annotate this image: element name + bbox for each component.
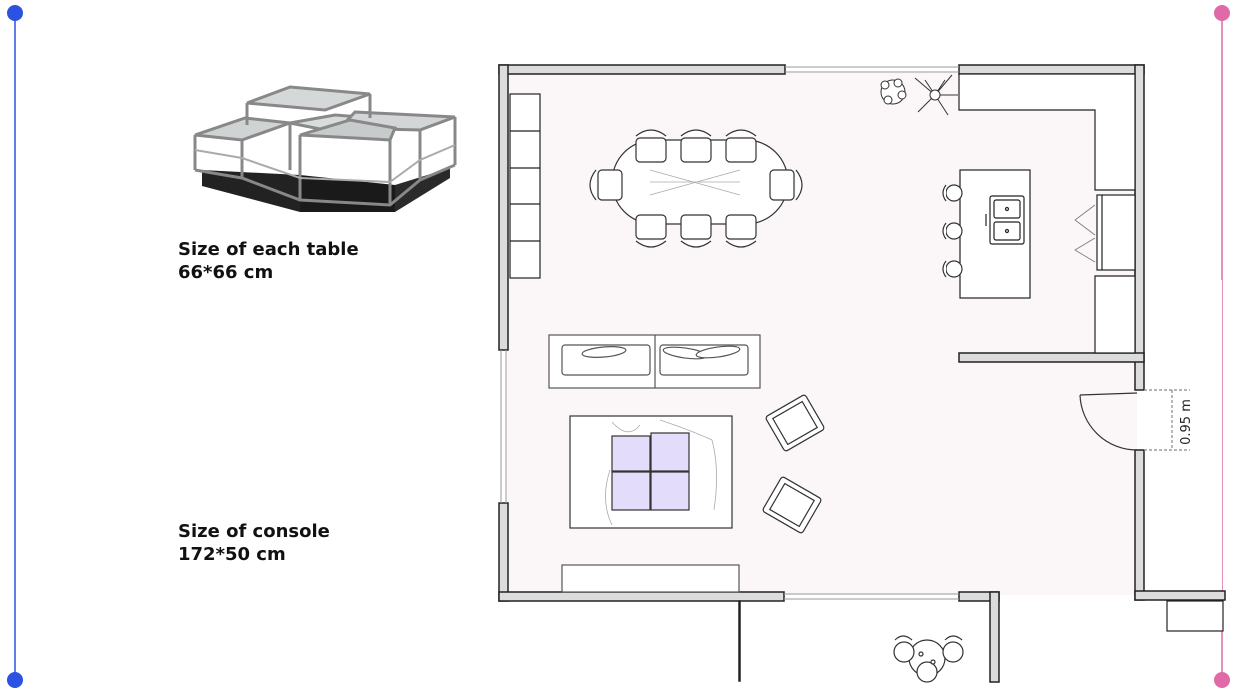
armchair-icon xyxy=(762,394,825,534)
frame-handle-bottom-right[interactable] xyxy=(1214,672,1230,688)
sofa-icon xyxy=(548,334,761,389)
door-icon xyxy=(1079,389,1190,451)
bistro-table-icon xyxy=(893,635,964,683)
console-size-label: Size of console 172*50 cm xyxy=(178,520,330,566)
coffee-tables-plan xyxy=(611,432,690,511)
selection-frame[interactable] xyxy=(7,5,1230,688)
tables-size-label: Size of each table 66*66 cm xyxy=(178,238,359,284)
coffee-tables-photo xyxy=(193,85,457,212)
frame-handle-top-left[interactable] xyxy=(7,5,23,21)
bookshelf xyxy=(509,93,541,279)
walls xyxy=(498,64,1226,683)
frame-handle-bottom-left[interactable] xyxy=(7,672,23,688)
dining-table-icon xyxy=(589,129,803,248)
plant-icon xyxy=(880,74,958,116)
bar-stools xyxy=(942,184,963,278)
tables-size-title: Size of each table xyxy=(178,239,359,260)
sink-icon xyxy=(959,169,1031,299)
tables-size-value: 66*66 cm xyxy=(178,262,274,283)
console-size-value: 172*50 cm xyxy=(178,544,286,565)
kitchen-counters xyxy=(958,73,1136,354)
console-size-title: Size of console xyxy=(178,521,330,542)
door-dimension-label: 0.95 m xyxy=(1179,399,1194,445)
console-icon xyxy=(561,564,740,593)
frame-handle-top-right[interactable] xyxy=(1214,5,1230,21)
